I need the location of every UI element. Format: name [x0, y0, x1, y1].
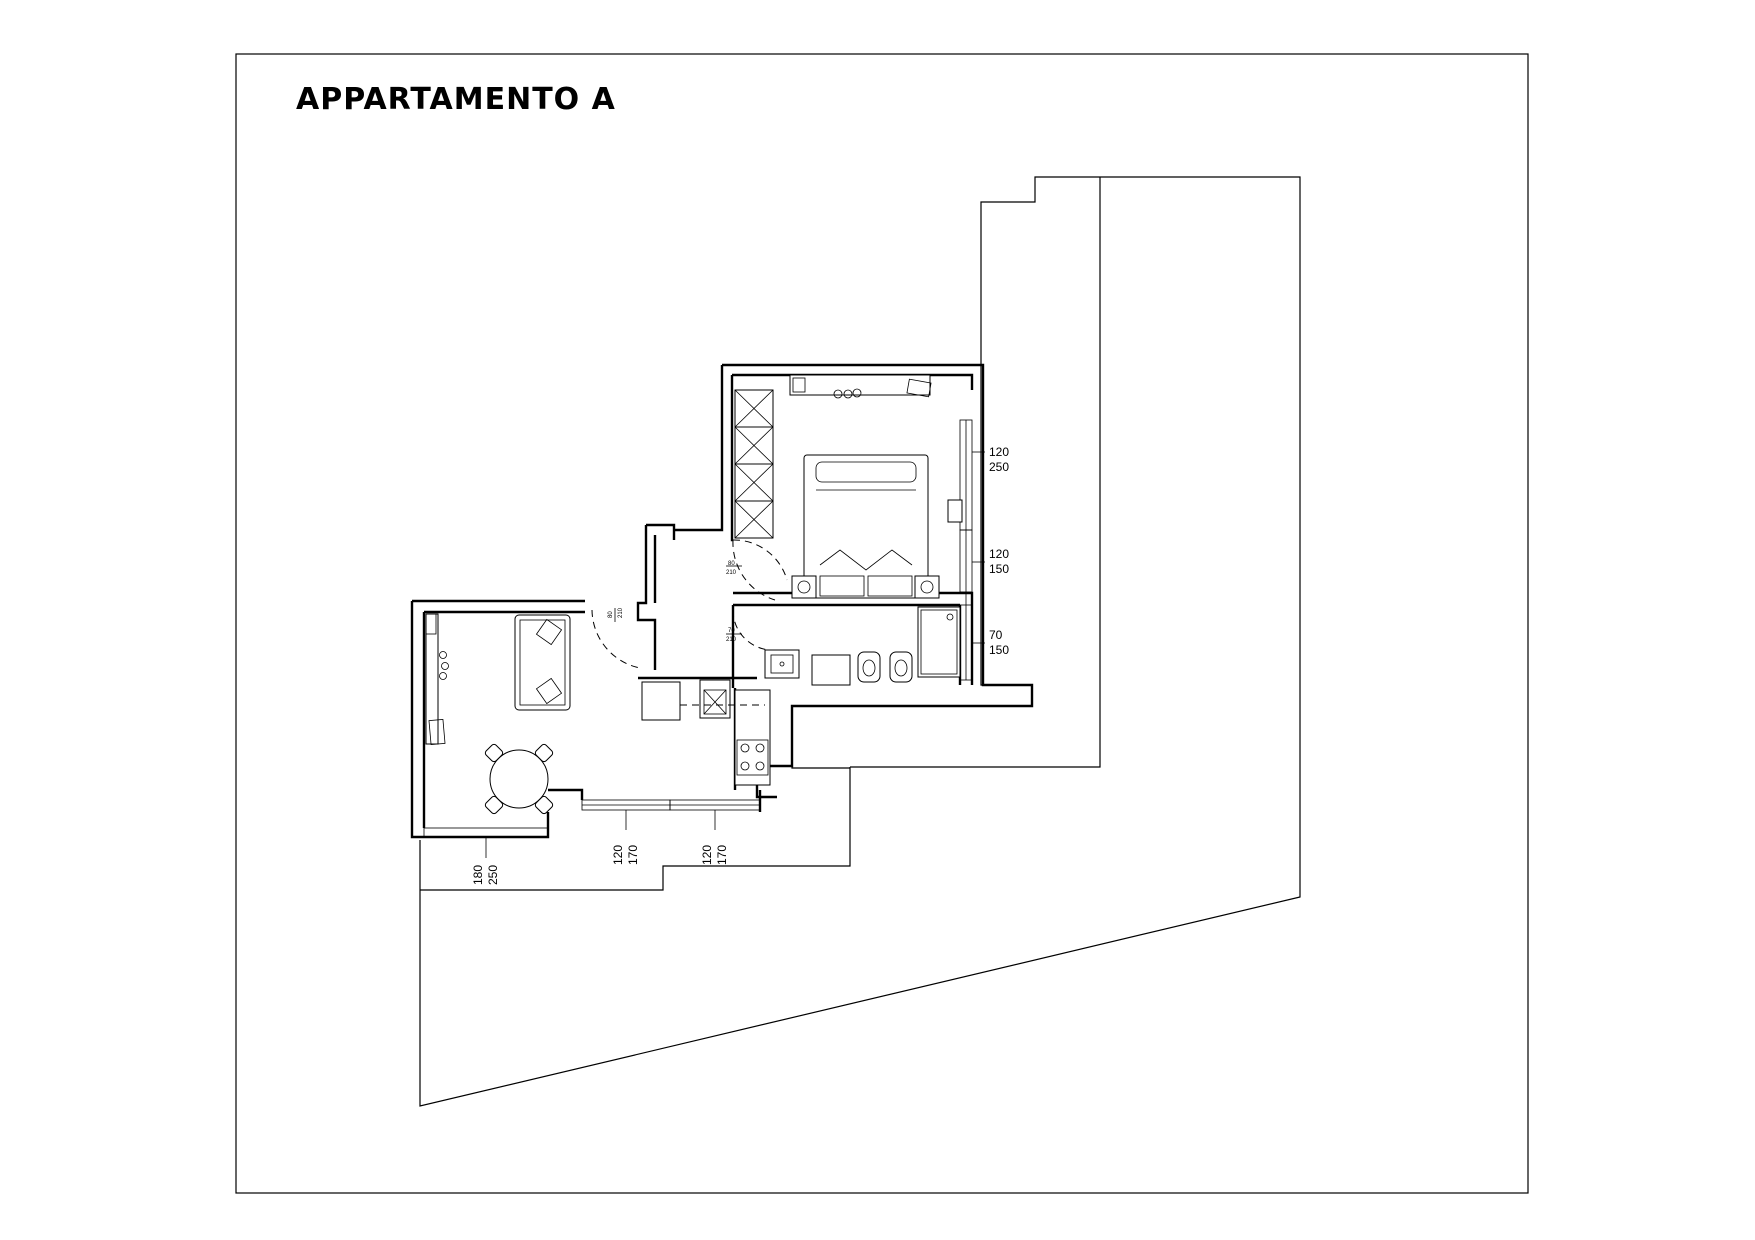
- sofa: [514, 614, 571, 711]
- dim-living-window1-width: 170: [626, 845, 640, 865]
- double-bed: [803, 454, 929, 599]
- bidet: [857, 651, 881, 683]
- door-label-bathroom-b: 210: [726, 637, 737, 643]
- living-furniture: [425, 613, 571, 815]
- dim-living-door-height: 180: [471, 865, 485, 885]
- bath-cabinet: [811, 654, 851, 686]
- dim-bathroom-height: 70: [989, 628, 1003, 642]
- door-label-entrance-a: 80: [608, 611, 614, 618]
- toilet: [889, 651, 913, 683]
- fridge: [641, 681, 681, 721]
- terrace-inner-line: [850, 177, 1101, 768]
- cooktop: [736, 739, 769, 776]
- dim-bathroom-width: 150: [989, 643, 1009, 657]
- dim-living-door-width: 250: [486, 865, 500, 885]
- dim-bedroom-top-width: 250: [989, 460, 1009, 474]
- door-label-bedroom-a: 80: [728, 561, 735, 567]
- kitchen-sink: [699, 679, 731, 719]
- windows: [423, 419, 985, 858]
- bathroom-fixtures: [764, 606, 961, 686]
- dim-living-window2-width: 170: [715, 845, 729, 865]
- door-label-bedroom-b: 210: [726, 570, 737, 576]
- dim-living-window1-height: 120: [611, 845, 625, 865]
- dim-bedroom-bottom-height: 120: [989, 547, 1009, 561]
- dim-living-window2-height: 120: [700, 845, 714, 865]
- kitchen-counter: [734, 689, 771, 786]
- shower-tray: [917, 606, 961, 678]
- plan-title: APPARTAMENTO A: [296, 82, 616, 117]
- door-label-bathroom-a: 70: [728, 628, 735, 634]
- sheet-border: [235, 53, 1529, 1194]
- door-swings: [591, 539, 788, 669]
- kitchen: [641, 679, 771, 786]
- door-label-entrance-b: 210: [618, 607, 624, 618]
- dining-table: [489, 749, 549, 809]
- bedroom-furniture: [734, 374, 963, 599]
- washbasin: [764, 649, 800, 679]
- dim-bedroom-bottom-width: 150: [989, 562, 1009, 576]
- tv-cabinet: [789, 374, 931, 396]
- dim-bedroom-top-height: 120: [989, 445, 1009, 459]
